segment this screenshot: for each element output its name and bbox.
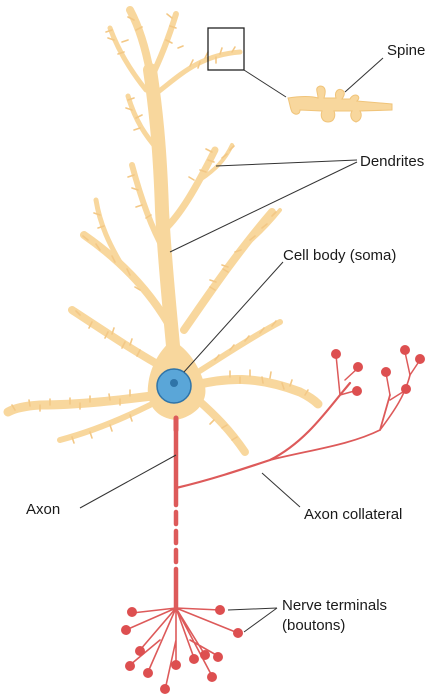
bouton — [127, 607, 137, 617]
bouton — [233, 628, 243, 638]
dendrite-right-upper — [198, 322, 280, 372]
bouton — [125, 661, 135, 671]
dendrite-lower-right — [184, 212, 272, 330]
dendrite-lower-right-tip — [240, 210, 280, 250]
bouton — [171, 660, 181, 670]
bouton — [352, 386, 362, 396]
bouton — [381, 367, 391, 377]
dendrite-mid-right — [164, 150, 215, 230]
nerve-terminals-leader-1 — [228, 608, 277, 610]
axon-leader — [80, 455, 176, 508]
dendrite-basal-right-low — [198, 400, 245, 452]
cell-body-label: Cell body (soma) — [283, 247, 396, 264]
spine-inset-box — [208, 28, 244, 70]
bouton — [200, 650, 210, 660]
spine-inset-connector — [244, 70, 286, 97]
dendrites-leader-upper — [216, 160, 357, 166]
dendrite-tree — [8, 10, 318, 452]
dendrite-left-middle — [72, 310, 168, 370]
collateral-branch-b — [380, 375, 410, 430]
bouton — [331, 349, 341, 359]
cell-body-leader — [184, 262, 283, 372]
bouton — [353, 362, 363, 372]
bouton — [415, 354, 425, 364]
bouton — [215, 605, 225, 615]
bouton — [207, 672, 217, 682]
bouton — [143, 668, 153, 678]
spine-label: Spine — [387, 42, 425, 59]
dendrites-label: Dendrites — [360, 153, 424, 170]
bouton — [189, 654, 199, 664]
dendrite-basal-right — [195, 379, 318, 404]
boutons-label: (boutons) — [282, 617, 345, 634]
nerve-terminals-leader-2 — [244, 608, 277, 632]
bouton — [160, 684, 170, 694]
spine-leader — [345, 58, 383, 92]
spine-enlarged — [288, 86, 392, 122]
axon-label: Axon — [26, 501, 60, 518]
dendrite-top-right — [150, 14, 176, 80]
dendrite-top-far-right — [158, 52, 240, 92]
bouton — [135, 646, 145, 656]
axon-collateral-leader — [262, 473, 300, 507]
bouton — [121, 625, 131, 635]
bouton — [400, 345, 410, 355]
axon-collateral-label: Axon collateral — [304, 506, 402, 523]
nucleolus — [170, 379, 178, 387]
nerve-terminals-label: Nerve terminals — [282, 597, 387, 614]
bouton — [213, 652, 223, 662]
bouton — [401, 384, 411, 394]
dendrite-basal-left-low — [60, 405, 150, 440]
